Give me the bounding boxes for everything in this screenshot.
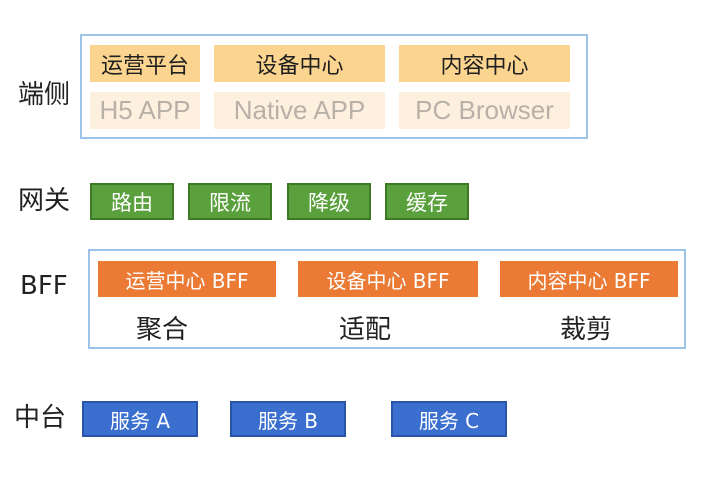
- client-box-content-center: 内容中心: [399, 45, 570, 82]
- client-box-pc-browser: PC Browser: [399, 92, 570, 129]
- bff-layer-label: BFF: [20, 271, 68, 301]
- bff-box-content-center: 内容中心 BFF: [500, 261, 678, 297]
- bff-caption-aggregate: 聚合: [136, 315, 189, 345]
- gateway-box-degrade: 降级: [287, 183, 371, 220]
- gateway-layer-label: 网关: [18, 186, 71, 216]
- middle-box-service-a: 服务 A: [82, 401, 198, 437]
- client-box-native-app: Native APP: [214, 92, 385, 129]
- bff-box-device-center: 设备中心 BFF: [298, 261, 478, 297]
- gateway-box-rate-limit: 限流: [188, 183, 272, 220]
- client-layer-frame: 运营平台 设备中心 内容中心 H5 APP Native APP PC Brow…: [80, 34, 588, 139]
- middle-box-service-b: 服务 B: [230, 401, 346, 437]
- bff-caption-trim: 裁剪: [560, 315, 613, 345]
- gateway-box-routing: 路由: [90, 183, 174, 220]
- client-layer-label: 端侧: [18, 80, 71, 110]
- bff-box-ops-center: 运营中心 BFF: [98, 261, 276, 297]
- middle-layer-label: 中台: [14, 403, 67, 433]
- bff-layer-frame: 运营中心 BFF 设备中心 BFF 内容中心 BFF 聚合 适配 裁剪: [88, 249, 686, 349]
- client-box-device-center: 设备中心: [214, 45, 385, 82]
- client-box-ops-platform: 运营平台: [90, 45, 200, 82]
- bff-caption-adapt: 适配: [339, 315, 392, 345]
- middle-box-service-c: 服务 C: [391, 401, 507, 437]
- gateway-box-cache: 缓存: [385, 183, 469, 220]
- client-box-h5-app: H5 APP: [90, 92, 200, 129]
